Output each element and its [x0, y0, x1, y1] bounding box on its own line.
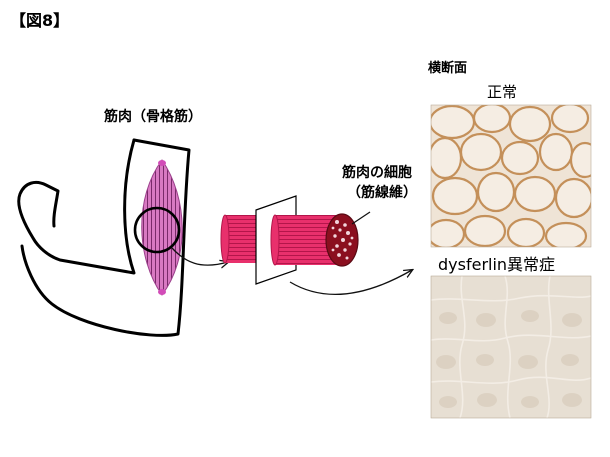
- arm-outline: [17, 138, 191, 337]
- muscle-cell-label: 筋肉の細胞: [342, 165, 412, 181]
- zoom-arrow-1: [171, 247, 228, 265]
- muscle-label: 筋肉（骨格筋）: [104, 109, 202, 125]
- dysferlinopathy-label: dysferlin異常症: [438, 255, 556, 274]
- fiber-cross-section: [325, 213, 359, 267]
- muscle-zoom-circle: [133, 206, 181, 254]
- zoom-arrow-2: [289, 270, 412, 295]
- normal-micrograph-border: [430, 104, 592, 248]
- disease-micrograph-border: [430, 275, 592, 419]
- normal-label: 正常: [487, 83, 518, 101]
- normal-micrograph: [431, 105, 591, 247]
- disease-micrograph: [431, 276, 591, 418]
- cross-section-label: 横断面: [428, 61, 468, 76]
- biceps-muscle: [141, 159, 183, 296]
- figure-label: 【図8】: [10, 11, 70, 30]
- cell-pointer-line: [351, 211, 371, 225]
- muscle-fiber-label: （筋線維）: [347, 185, 417, 201]
